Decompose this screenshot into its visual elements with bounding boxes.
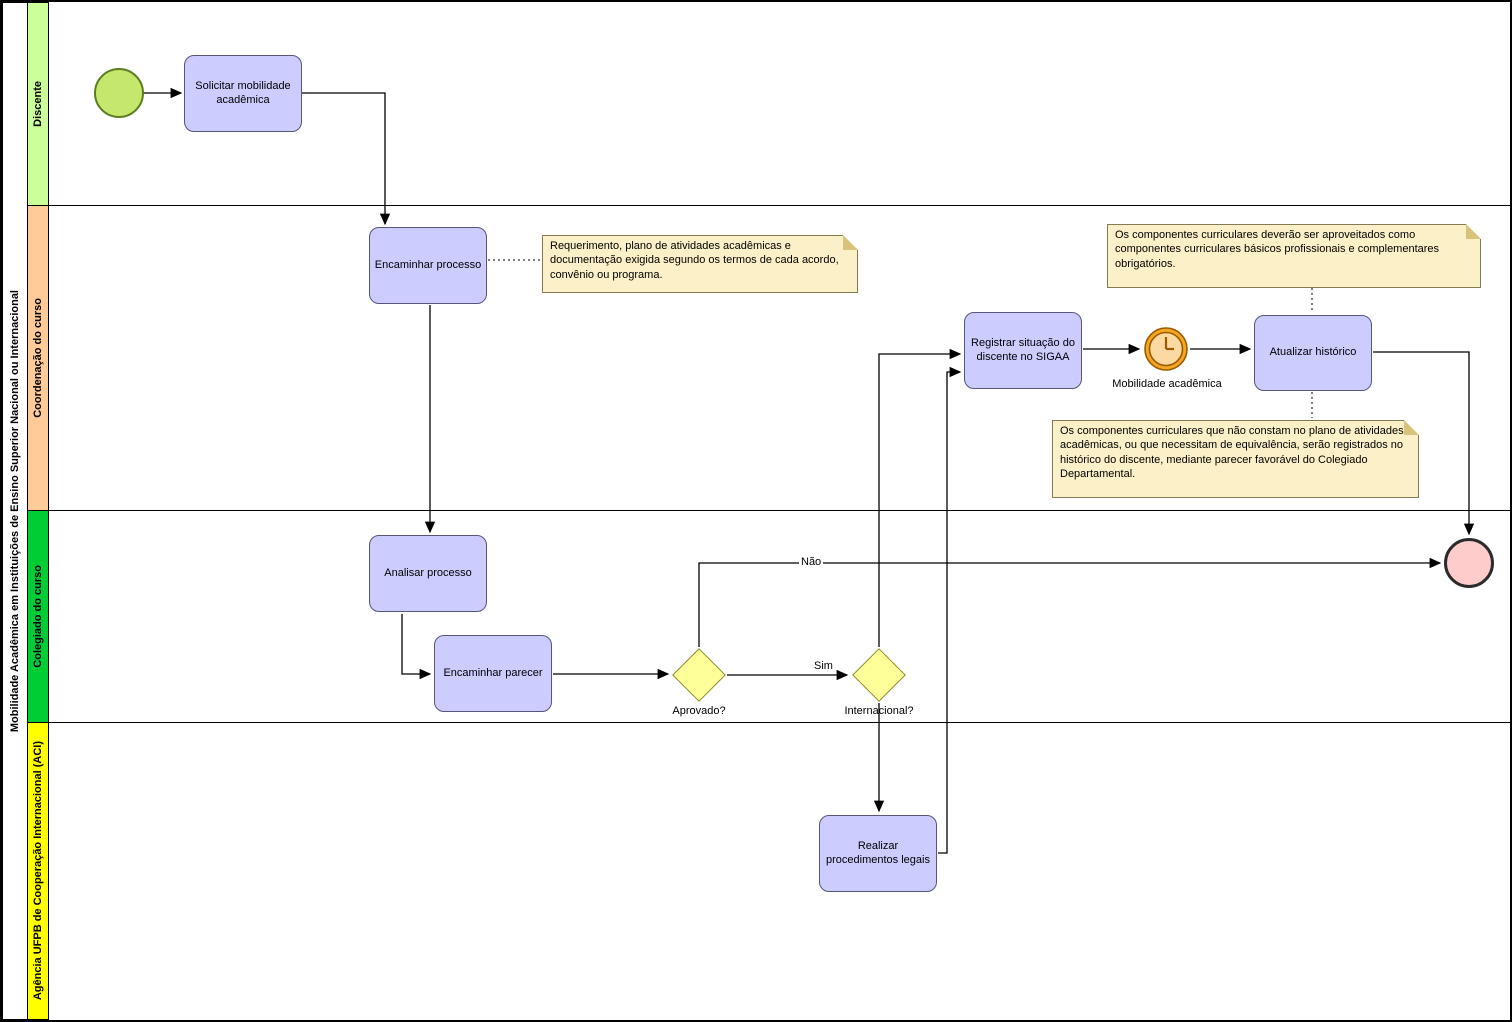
lane-label-discente: Discente bbox=[32, 81, 44, 127]
lane-strip-colegiado: Colegiado do curso bbox=[27, 510, 49, 723]
task-analisar-processo: Analisar processo bbox=[369, 535, 487, 612]
task-registrar-situacao: Registrar situação do discente no SIGAA bbox=[964, 312, 1082, 389]
annotation-componentes-equivalencia: Os componentes curriculares que não cons… bbox=[1052, 420, 1419, 498]
lane-label-coordenacao: Coordenação do curso bbox=[32, 298, 44, 418]
gateway-internacional bbox=[852, 648, 906, 702]
start-event bbox=[94, 68, 144, 118]
gateway-label-internacional: Internacional? bbox=[844, 705, 914, 717]
pool-title: Mobilidade Acadêmica em Instituições de … bbox=[9, 289, 21, 733]
annotation-text: Os componentes curriculares que não cons… bbox=[1060, 425, 1404, 480]
edge-label-nao: Não bbox=[799, 556, 824, 568]
annotation-requerimento: Requerimento, plano de atividades acadêm… bbox=[542, 235, 858, 293]
lane-separator bbox=[48, 722, 1510, 723]
lane-label-colegiado: Colegiado do curso bbox=[32, 565, 44, 668]
task-encaminhar-parecer: Encaminhar parecer bbox=[434, 635, 552, 712]
gateway-aprovado bbox=[672, 648, 726, 702]
timer-event bbox=[1143, 326, 1189, 372]
gateway-label-aprovado: Aprovado? bbox=[672, 705, 726, 717]
flow-aprovado-nao-to-end bbox=[698, 557, 1442, 647]
timer-event-label: Mobilidade acadêmica bbox=[1112, 378, 1222, 390]
lane-separator bbox=[48, 205, 1510, 206]
task-realizar-procedimentos: Realizar procedimentos legais bbox=[819, 815, 937, 892]
lane-label-aci: Agência UFPB de Cooperação Internacional… bbox=[32, 741, 44, 1001]
lane-strip-coordenacao: Coordenação do curso bbox=[27, 205, 49, 511]
annotation-text: Os componentes curriculares deverão ser … bbox=[1115, 229, 1440, 270]
annotation-componentes-aproveitados: Os componentes curriculares deverão ser … bbox=[1107, 224, 1481, 288]
task-solicitar-mobilidade: Solicitar mobilidade acadêmica bbox=[184, 55, 302, 132]
task-atualizar-historico: Atualizar histórico bbox=[1254, 315, 1372, 391]
flow-internacional-to-registrar bbox=[878, 348, 962, 647]
pool-title-strip: Mobilidade Acadêmica em Instituições de … bbox=[2, 2, 28, 1020]
annotation-text: Requerimento, plano de atividades acadêm… bbox=[550, 240, 839, 281]
note-fold-icon bbox=[1404, 420, 1419, 435]
note-fold-icon bbox=[1466, 224, 1481, 239]
lane-strip-discente: Discente bbox=[27, 2, 49, 206]
note-fold-icon bbox=[843, 235, 858, 250]
end-event bbox=[1444, 538, 1494, 588]
edge-label-sim: Sim bbox=[814, 660, 833, 672]
flow-realizar-to-registrar bbox=[938, 366, 962, 854]
lane-separator bbox=[48, 510, 1510, 511]
task-encaminhar-processo: Encaminhar processo bbox=[369, 227, 487, 304]
clock-icon bbox=[1144, 327, 1188, 371]
lane-strip-aci: Agência UFPB de Cooperação Internacional… bbox=[27, 722, 49, 1020]
flow-analisar-to-parecer bbox=[401, 614, 432, 680]
